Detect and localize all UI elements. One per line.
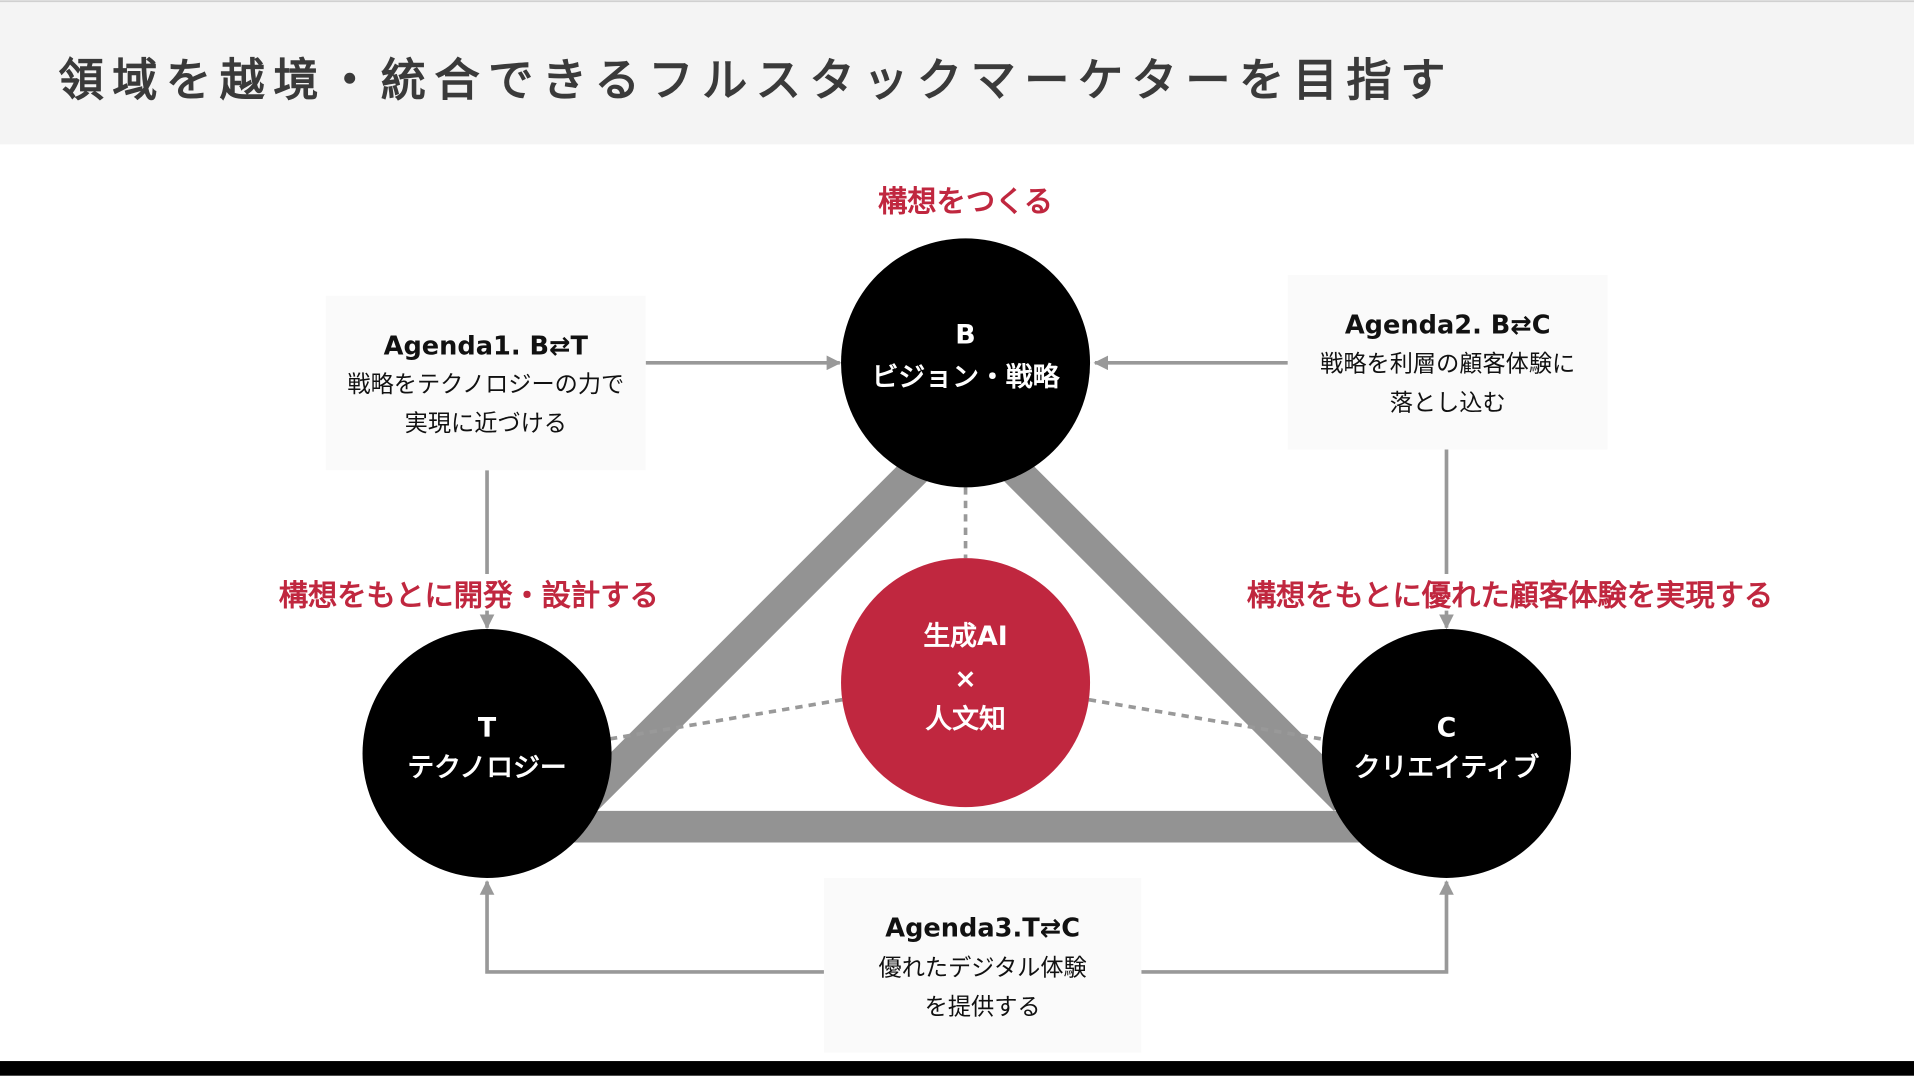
node-b-letter: B <box>955 319 975 350</box>
label-right: 構想をもとに優れた顧客体験を実現する <box>1247 579 1773 613</box>
center-line2: × <box>954 664 977 695</box>
agenda3-line2: を提供する <box>925 994 1041 1021</box>
agenda2-box: Agenda2. B⇄C 戦略を利層の顧客体験に 落とし込む <box>1287 274 1608 450</box>
node-t-name: テクノロジー <box>407 753 566 784</box>
agenda1-line1: 戦略をテクノロジーの力で <box>347 371 624 398</box>
header-bar <box>0 0 1914 145</box>
connector-b-c <box>992 446 1357 812</box>
triangle-connectors <box>573 446 1362 843</box>
agenda3-box: Agenda3.T⇄C 優れたデジタル体験 を提供する <box>823 877 1142 1053</box>
agenda3-title: Agenda3.T⇄C <box>885 914 1080 944</box>
center-line1: 生成AI <box>923 621 1007 652</box>
agenda3-line1: 優れたデジタル体験 <box>879 955 1087 982</box>
center-line3: 人文知 <box>925 703 1006 735</box>
node-c-name: クリエイティブ <box>1354 752 1540 784</box>
agenda2-line1: 戦略を利層の顧客体験に <box>1320 350 1575 377</box>
agenda1-line2: 実現に近づける <box>405 410 567 437</box>
node-b-name: ビジョン・戦略 <box>872 361 1061 393</box>
node-c: C クリエイティブ <box>1321 628 1571 878</box>
agenda-arrows <box>479 355 1454 974</box>
dashed-links <box>610 487 1322 741</box>
bottom-bar <box>0 1061 1914 1076</box>
label-top: 構想をつくる <box>878 184 1053 218</box>
top-divider <box>0 0 1914 3</box>
connector-b-t <box>574 446 939 812</box>
page-title: 領域を越境・統合できるフルスタックマーケターを目指す <box>59 54 1454 107</box>
agenda2-title: Agenda2. B⇄C <box>1345 311 1551 341</box>
node-c-letter: C <box>1437 712 1457 743</box>
agenda2-line2: 落とし込む <box>1390 389 1506 416</box>
arrow-agenda3-to-c <box>1141 880 1454 974</box>
arrow-agenda3-to-t <box>479 880 824 974</box>
node-t-letter: T <box>478 712 497 743</box>
label-left: 構想をもとに開発・設計する <box>279 579 659 613</box>
agenda1-box: Agenda1. B⇄T 戦略をテクノロジーの力で 実現に近づける <box>325 295 646 471</box>
node-t: T テクノロジー <box>362 628 612 878</box>
node-b: B ビジョン・戦略 <box>841 238 1091 488</box>
node-center: 生成AI × 人文知 <box>841 558 1091 808</box>
agenda1-title: Agenda1. B⇄T <box>384 331 589 361</box>
